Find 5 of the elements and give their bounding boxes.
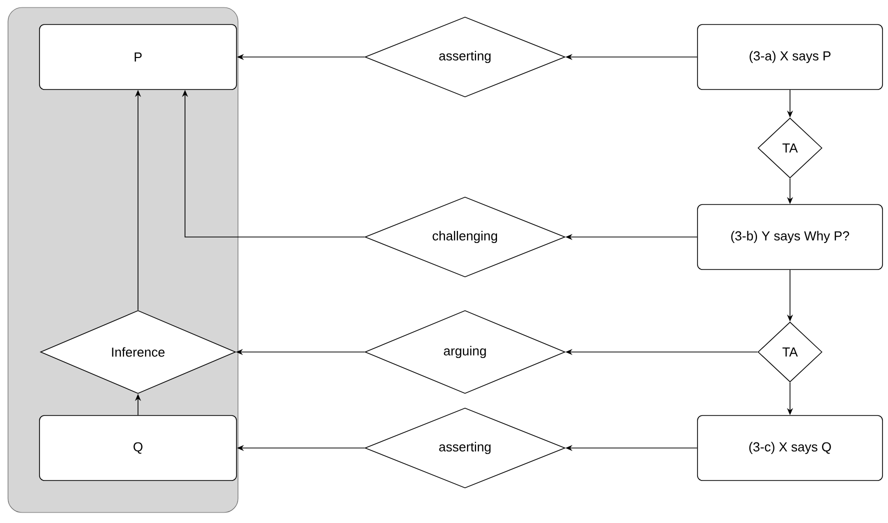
statement-box: (3-c) X says Q: [697, 415, 883, 481]
statement-box: P: [39, 24, 237, 90]
statement-box: Q: [39, 415, 237, 481]
statement-box: (3-b) Y says Why P?: [697, 204, 883, 270]
statement-box: (3-a) X says P: [697, 24, 883, 90]
